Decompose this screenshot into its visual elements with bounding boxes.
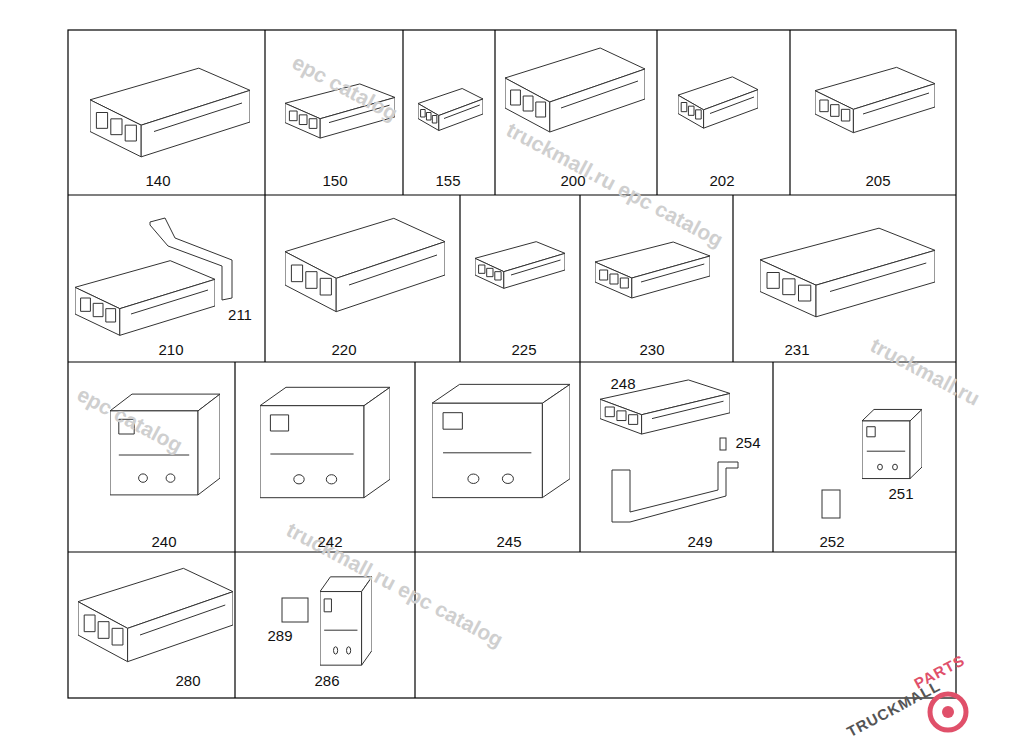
callout-number: 249: [687, 534, 712, 549]
callout-number: 231: [784, 342, 809, 357]
callout-number: 210: [158, 342, 183, 357]
callout-number: 202: [709, 173, 734, 188]
callout-number: 211: [228, 307, 252, 322]
callout-number: 289: [267, 628, 292, 643]
callout-number: 280: [175, 673, 200, 688]
callout-number: 155: [435, 173, 460, 188]
callout-number: 240: [151, 534, 176, 549]
watermark: truckmall.ru epc catalog: [283, 518, 508, 653]
watermark: truckmall.ru epc catalog: [503, 118, 728, 253]
callout-number: 286: [314, 673, 339, 688]
callout-number: 230: [639, 342, 664, 357]
callout-number: 254: [735, 435, 760, 450]
callout-number: 140: [145, 173, 170, 188]
watermark: truckmall.ru: [866, 333, 983, 411]
callout-number: 205: [865, 173, 890, 188]
callout-number: 252: [819, 534, 844, 549]
callout-number: 220: [331, 342, 356, 357]
callout-number: 150: [322, 173, 347, 188]
callout-number: 200: [560, 173, 585, 188]
callout-number: 251: [888, 486, 913, 501]
callout-number: 242: [317, 534, 342, 549]
callout-number: 225: [511, 342, 536, 357]
callout-number: 248: [610, 376, 635, 391]
callout-number: 245: [496, 534, 521, 549]
